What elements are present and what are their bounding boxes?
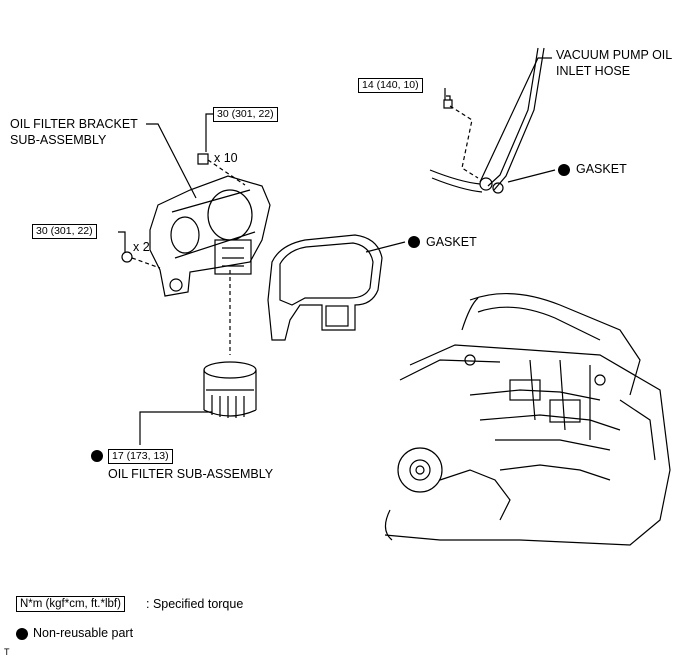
leader-bracket-bolts — [205, 113, 213, 152]
dashed-side-bolt — [131, 257, 161, 269]
leader-vacuum-hose — [479, 57, 552, 183]
vacuum-hose-label-line1: VACUUM PUMP OIL — [556, 48, 673, 62]
gasket-shape — [267, 234, 383, 341]
bracket-label-line2: SUB-ASSEMBLY — [10, 133, 107, 147]
legend-torque-box: N*m (kgf*cm, ft.*lbf) — [16, 596, 125, 612]
hose-gasket — [492, 182, 504, 194]
side-bolt — [121, 251, 133, 263]
torque-box-bracket-bolts: 30 (301, 22) — [213, 107, 278, 122]
corner-mark: T — [4, 647, 10, 657]
vacuum-hose-label-line2: INLET HOSE — [556, 64, 631, 78]
leader-gasket-upper — [507, 169, 556, 183]
nonreusable-marker-oil-filter — [91, 450, 103, 462]
dashed-bracket-bolt — [207, 159, 246, 186]
oil-filter-label: OIL FILTER SUB-ASSEMBLY — [108, 467, 274, 481]
leader-bracket — [146, 123, 197, 199]
legend-torque-text: : Specified torque — [146, 597, 244, 611]
torque-box-oil-filter: 17 (173, 13) — [108, 449, 173, 464]
nonreusable-marker-upper-gasket — [558, 164, 570, 176]
torque-box-side-bolts: 30 (301, 22) — [32, 224, 97, 239]
legend-nonreusable-text: Non-reusable part — [33, 626, 134, 640]
leader-gasket-main — [365, 241, 406, 253]
engine-illustration — [384, 293, 671, 546]
oil-filter-bracket — [149, 175, 271, 297]
vacuum-hose — [429, 47, 545, 193]
nonreusable-marker-gasket — [408, 236, 420, 248]
oil-filter — [203, 361, 257, 418]
bracket-label-line1: OIL FILTER BRACKET — [10, 117, 138, 131]
gasket-main-label: GASKET — [426, 235, 477, 249]
gasket-upper-label: GASKET — [576, 162, 627, 176]
torque-box-hose-bolt: 14 (140, 10) — [358, 78, 423, 93]
dashed-hose-bolt — [449, 105, 479, 179]
hose-bolt — [443, 95, 453, 109]
legend-nonreusable-marker — [16, 628, 28, 640]
leader-side-bolts — [118, 231, 126, 252]
leader-oil-filter — [139, 411, 212, 445]
qty-bracket-bolts: x 10 — [214, 151, 238, 165]
bracket-bolt — [197, 153, 209, 165]
qty-side-bolts: x 2 — [133, 240, 150, 254]
